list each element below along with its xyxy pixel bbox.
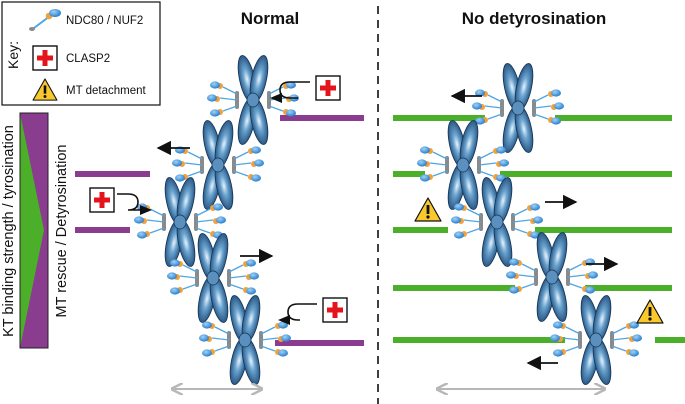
clasp2-normal-1	[315, 75, 341, 101]
clasp2-normal-3	[322, 297, 348, 323]
key-title: Key:	[5, 41, 21, 69]
gradient-bar	[19, 112, 49, 349]
curved-arrow-normal-2-head	[140, 205, 152, 215]
nodetyr-microtubules	[393, 115, 685, 343]
key-box: Key: NDC80 / NUF2 CLASP2 MT detachment	[1, 1, 161, 106]
normal-microtubules	[75, 115, 364, 346]
chromosome-nodetyr-1	[471, 61, 565, 155]
curved-arrow-normal-2	[117, 193, 140, 211]
curved-arrow-normal-3-head	[278, 315, 290, 325]
curved-arrow-normal-1	[279, 81, 310, 99]
warning-icon-nodetyr-1	[414, 197, 442, 222]
clasp2-cross-icon	[32, 45, 58, 71]
title-no-detyrosination: No detyrosination	[462, 9, 607, 28]
side-label-mt-rescue: MT rescue / Detyrosination	[54, 145, 70, 318]
warning-icon-nodetyr-2	[636, 299, 664, 324]
clasp2-normal-2	[89, 187, 115, 213]
key-label-ndc80: NDC80 / NUF2	[66, 15, 143, 27]
ndc80-nuf2-icon	[29, 9, 61, 31]
curved-arrow-normal-3	[287, 303, 317, 321]
key-label-clasp2: CLASP2	[66, 53, 110, 65]
title-normal: Normal	[241, 9, 300, 28]
key-label-mt-detachment: MT detachment	[66, 85, 146, 97]
side-label-kt-binding: KT binding strength / tyrosination	[1, 125, 17, 337]
curved-arrow-normal-1-head	[270, 93, 282, 103]
